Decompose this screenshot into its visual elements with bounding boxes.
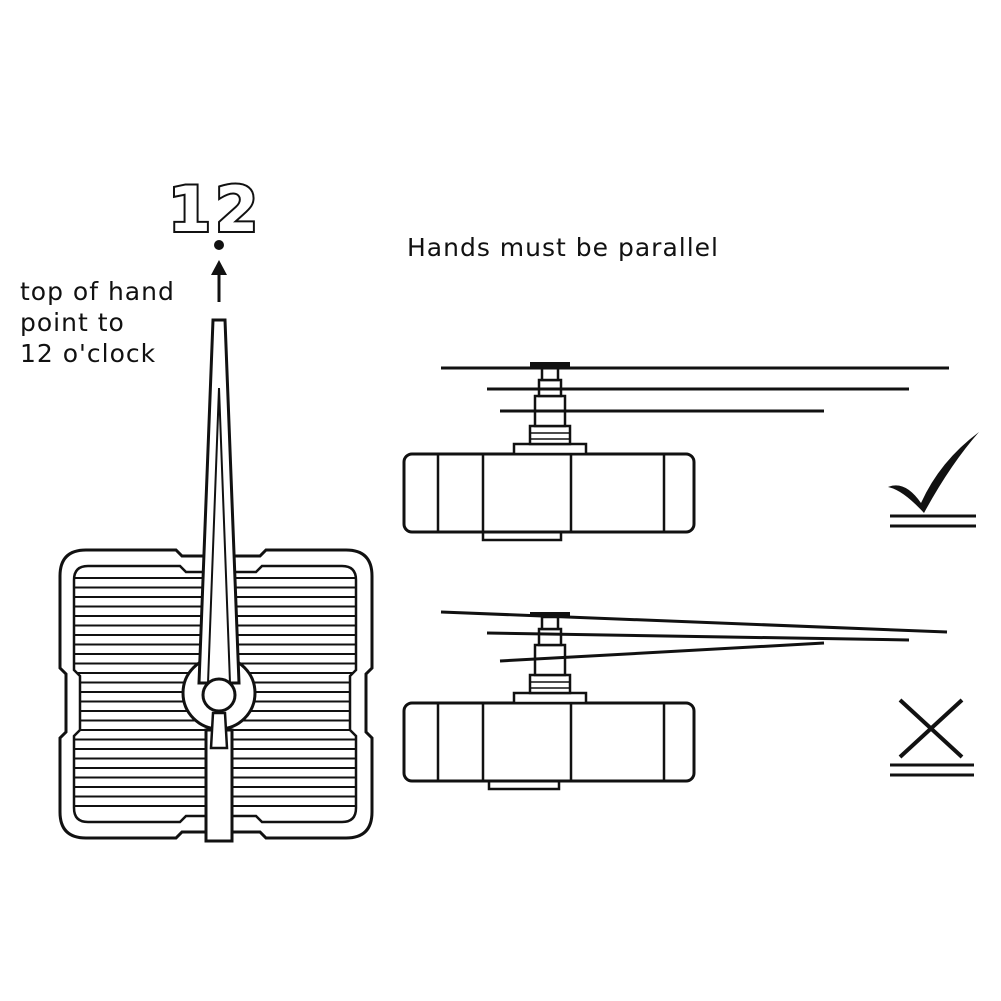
parallel-heading: Hands must be parallel [407,233,719,262]
movement-body [402,701,696,783]
movement-body [402,452,696,534]
twelve-dot [214,240,224,250]
hour-hand-side [499,641,825,663]
cross-mark-icon [890,698,974,777]
minute-hand-side [486,631,910,642]
second-hand [197,318,241,685]
up-arrow-icon [211,260,227,302]
twelve-oclock-label: 12 [166,173,263,246]
side-view-incorrect [402,610,948,791]
instruction-line-2: point to [20,308,125,337]
instruction-line-1: top of hand [20,277,175,306]
instruction-line-3: 12 o'clock [20,339,157,368]
second-hand-side [440,610,948,634]
instruction-text: top of hand point to 12 o'clock [20,276,175,369]
check-mark-icon [888,432,979,528]
side-view-correct [402,362,949,542]
clock-movement-front-view [58,318,374,843]
center-cap [201,677,237,713]
